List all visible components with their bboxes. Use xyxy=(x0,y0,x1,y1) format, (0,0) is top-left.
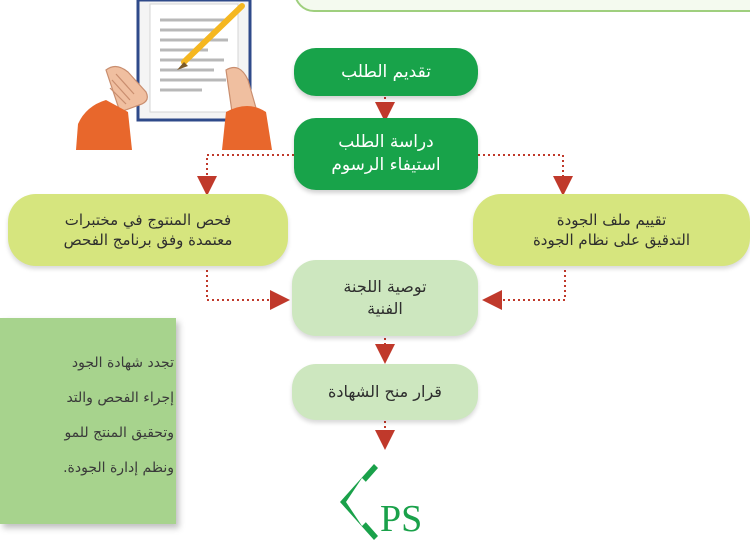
info-line: إجراء الفحص والتد xyxy=(66,390,174,406)
step-product-testing-line1: فحص المنتوج في مختبرات xyxy=(64,210,232,229)
step-study-line2: استيفاء الرسوم xyxy=(331,155,441,175)
step-committee-line1: توصية اللجنة xyxy=(343,277,427,297)
person-writing-illustration xyxy=(76,0,272,150)
info-line: ونظم إدارة الجودة. xyxy=(63,460,174,476)
ps-logo-text: PS xyxy=(380,498,423,540)
step-quality-evaluation-line2: التدقيق على نظام الجودة xyxy=(532,231,691,249)
step-product-testing: فحص المنتوج في مختبرات معتمدة وفق برنامج… xyxy=(8,194,288,266)
step-quality-evaluation: تقييم ملف الجودة التدقيق على نظام الجودة xyxy=(473,194,750,266)
step-grant-decision: قرار منح الشهادة xyxy=(292,364,478,420)
step-committee-line2: الفنية xyxy=(367,299,403,318)
step-submit-label: تقديم الطلب xyxy=(341,61,431,82)
info-panel-text: تجدد شهادة الجود إجراء الفحص والتد وتحقي… xyxy=(0,346,174,486)
step-quality-evaluation-line1: تقييم ملف الجودة xyxy=(556,210,667,229)
step-submit-request: تقديم الطلب xyxy=(294,48,478,96)
step-product-testing-line2: معتمدة وفق برنامج الفحص xyxy=(63,231,233,249)
step-study-request: دراسة الطلب استيفاء الرسوم xyxy=(294,118,478,190)
step-committee-recommendation: توصية اللجنة الفنية xyxy=(292,260,478,336)
info-panel: تجدد شهادة الجود إجراء الفحص والتد وتحقي… xyxy=(0,318,176,524)
info-line: وتحقيق المنتج للمو xyxy=(64,425,174,441)
step-study-line1: دراسة الطلب xyxy=(338,132,434,153)
info-line: تجدد شهادة الجود xyxy=(71,355,174,371)
step-grant-decision-label: قرار منح الشهادة xyxy=(328,382,442,402)
ps-logo-mark xyxy=(340,464,378,540)
